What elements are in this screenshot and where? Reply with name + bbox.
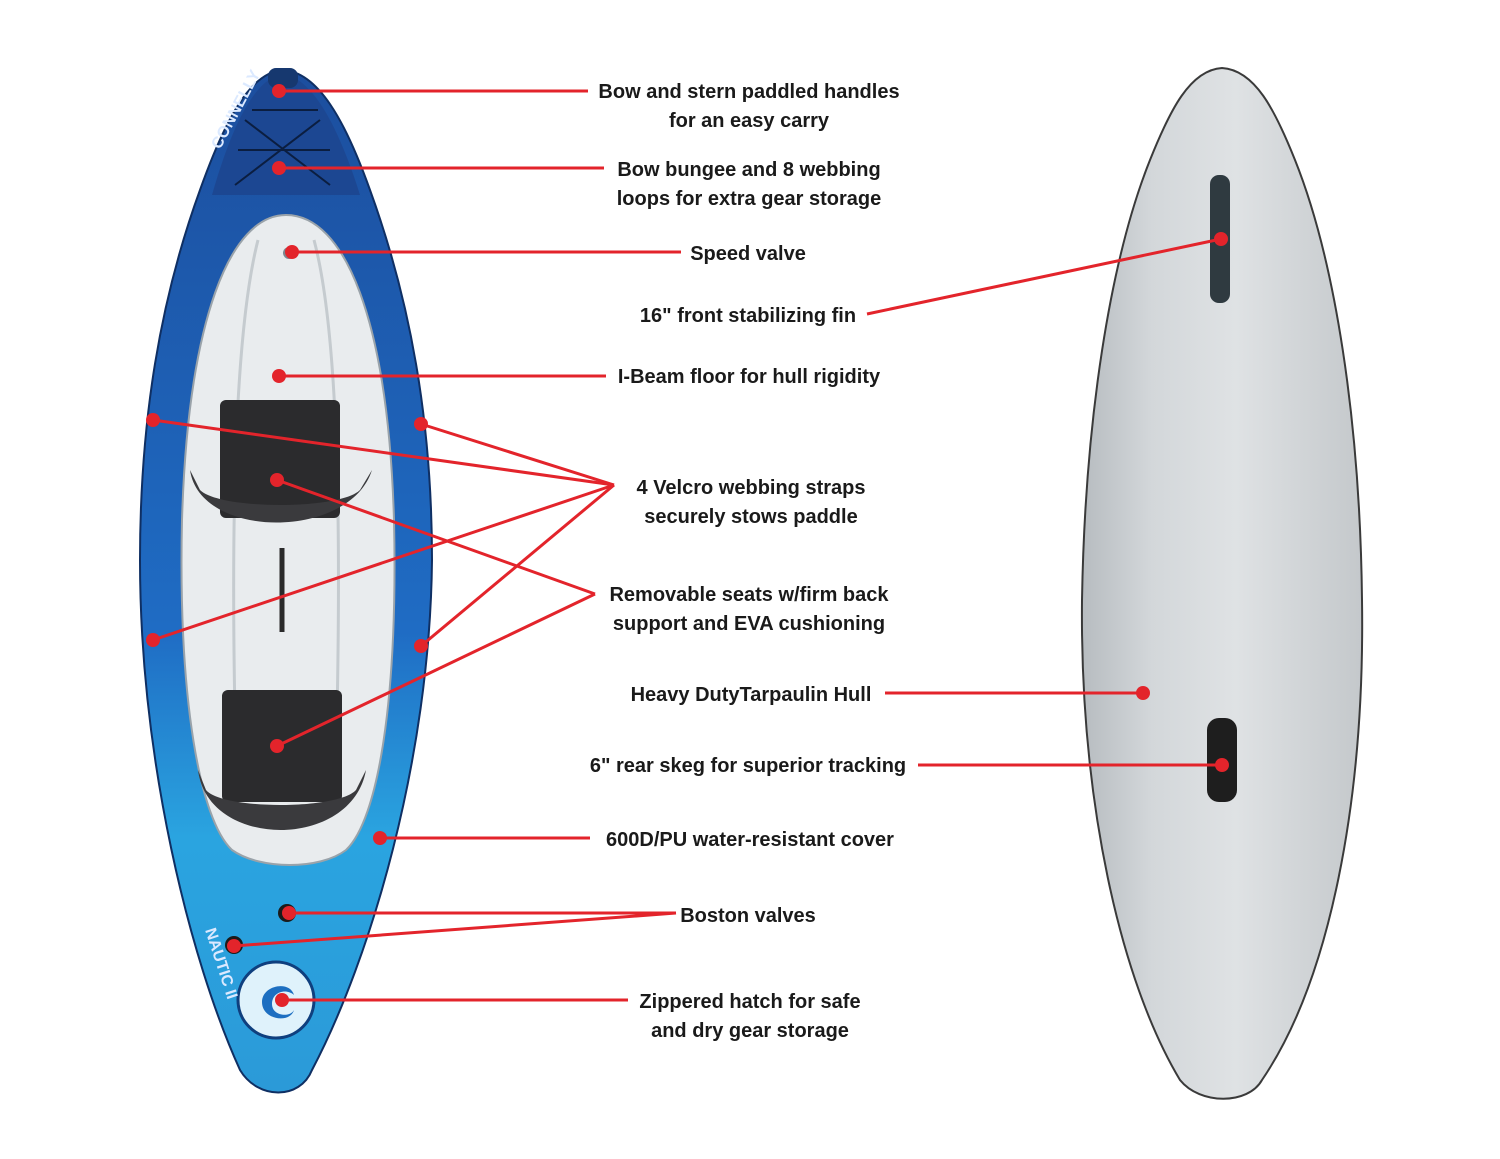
leader-dots [146, 84, 1229, 1007]
rear-seat [198, 690, 366, 830]
kayak-hull-view [1080, 66, 1364, 1100]
callout-handles-line1: Bow and stern paddled handles [598, 81, 899, 103]
leader-velcro-1 [152, 418, 615, 487]
leader-front-fin [866, 237, 1222, 316]
callout-boston: Boston valves [680, 905, 816, 927]
callout-skeg: 6" rear skeg for superior tracking [590, 755, 906, 777]
hull-body [1080, 66, 1364, 1100]
callout-hatch-line2: and dry gear storage [651, 1020, 849, 1042]
callout-bungee-line1: Bow bungee and 8 webbing [617, 159, 880, 181]
callout-bungee-line2: loops for extra gear storage [617, 188, 882, 210]
leader-velcro-3 [152, 483, 615, 642]
leader-boston-2 [233, 911, 677, 948]
callout-handles-line2: for an easy carry [669, 110, 830, 132]
leader-lines [152, 89, 1222, 1002]
bow-handle [268, 68, 298, 88]
callout-labels: Bow and stern paddled handles for an eas… [590, 81, 906, 1042]
leader-seat-2 [276, 592, 596, 748]
bow-bungee [234, 109, 331, 186]
hatch-logo-icon [262, 986, 294, 1019]
callout-front-fin: 16" front stabilizing fin [640, 305, 856, 327]
callout-seats-line1: Removable seats w/firm back [609, 584, 889, 606]
bow-deck-panel [212, 74, 360, 195]
callout-ibeam: I-Beam floor for hull rigidity [618, 366, 881, 388]
callout-seats-line2: support and EVA cushioning [613, 613, 885, 635]
callout-hull: Heavy DutyTarpaulin Hull [631, 684, 872, 706]
leader-velcro-2 [420, 422, 615, 487]
callout-cover: 600D/PU water-resistant cover [606, 829, 894, 851]
kayak-top-view: CONNELLY NAUTIC II [138, 67, 434, 1094]
callout-hatch-line1: Zippered hatch for safe [639, 991, 860, 1013]
callout-speed-valve: Speed valve [690, 243, 806, 265]
front-seat [190, 400, 372, 523]
callout-velcro-line2: securely stows paddle [644, 506, 857, 528]
callout-velcro-line1: 4 Velcro webbing straps [637, 477, 866, 499]
leader-seat-1 [276, 478, 596, 596]
